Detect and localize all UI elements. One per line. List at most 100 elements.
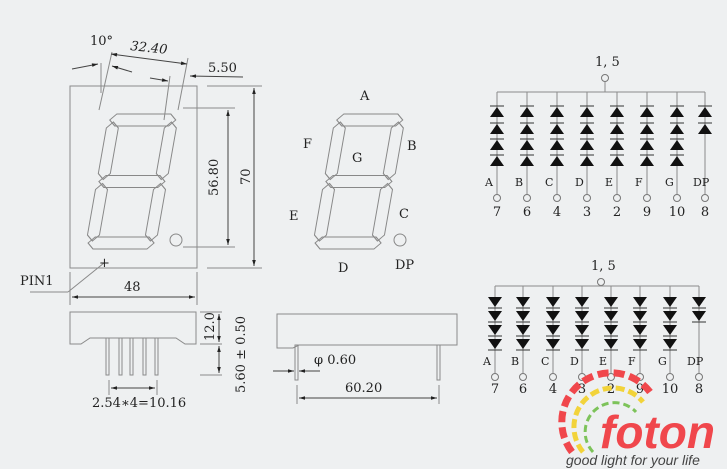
pin-terminal <box>695 373 703 381</box>
segment-label: F <box>628 355 636 368</box>
pin-terminal <box>673 194 681 202</box>
segment-label: G <box>665 176 674 189</box>
pin-diameter-label: φ 0.60 <box>314 353 356 368</box>
segment-f <box>324 121 346 181</box>
segment-d <box>87 236 155 250</box>
segment-a <box>336 113 404 127</box>
led-diode-icon <box>550 140 564 150</box>
side-view-width: φ 0.60 60.20 <box>273 313 458 404</box>
led-diode-icon <box>520 140 534 150</box>
digit-height-label: 56.80 <box>207 159 222 196</box>
led-diode-icon <box>640 140 654 150</box>
led-diode-icon <box>604 311 618 321</box>
label-segment-f: F <box>303 137 312 152</box>
led-diode-icon <box>488 339 502 349</box>
digit-width-label: 32.40 <box>130 39 169 58</box>
pin-number: 9 <box>643 205 651 220</box>
led-diode-icon <box>633 339 647 349</box>
foton-logo: foton good light for your life <box>558 369 715 468</box>
segment-f <box>97 121 119 181</box>
pin-length-label: 5.60 ± 0.50 <box>234 316 249 393</box>
segment-label: E <box>605 176 613 189</box>
led-diode-icon <box>610 124 624 134</box>
pin-terminal <box>553 194 561 202</box>
led-string-c: C4 <box>545 92 564 220</box>
logo-tagline: good light for your life <box>566 452 700 468</box>
pin-number: 9 <box>636 382 644 397</box>
led-diode-icon <box>546 339 560 349</box>
pin-number: 8 <box>695 382 703 397</box>
led-diode-icon <box>604 297 618 307</box>
led-diode-icon <box>640 124 654 134</box>
led-diode-icon <box>575 311 589 321</box>
segment-g <box>325 175 393 188</box>
led-diode-icon <box>663 311 677 321</box>
led-diode-icon <box>633 325 647 335</box>
label-segment-c: C <box>399 207 409 222</box>
led-diode-icon <box>633 297 647 307</box>
pin-terminal <box>613 194 621 202</box>
segment-label: A <box>484 176 494 189</box>
segment-label: G <box>658 355 667 368</box>
led-string-a: A7 <box>484 92 504 220</box>
led-diode-icon <box>670 156 684 166</box>
led-string-b: B6 <box>511 286 530 397</box>
pin-number: 3 <box>578 382 586 397</box>
pin-number: 2 <box>613 205 621 220</box>
display-body-outline <box>69 85 198 269</box>
segment-e <box>313 182 336 242</box>
led-diode-icon <box>670 124 684 134</box>
led-diode-icon <box>580 156 594 166</box>
segment-label: D <box>570 355 579 368</box>
common-pin-label: 1, 5 <box>595 55 620 70</box>
led-diode-icon <box>633 311 647 321</box>
segment-label: C <box>545 176 553 189</box>
segment-label: A <box>482 355 492 368</box>
led-diode-icon <box>488 325 502 335</box>
led-diode-icon <box>692 297 706 307</box>
led-diode-icon <box>490 107 504 117</box>
led-string-e: E2 <box>599 286 618 397</box>
led-diode-icon <box>640 107 654 117</box>
led-string-dp: DP 8 <box>687 286 706 397</box>
led-string-a: A7 <box>482 286 502 397</box>
segment-label: DP <box>687 355 704 368</box>
pin-terminal <box>493 194 501 202</box>
label-segment-e: E <box>289 209 299 224</box>
led-diode-icon <box>604 325 618 335</box>
front-view: 10° 32.40 5.50 56.80 70 48 PIN1 + <box>20 34 262 305</box>
pin-terminal <box>519 373 527 381</box>
led-diode-icon <box>490 140 504 150</box>
common-pin-label: 1, 5 <box>591 259 616 274</box>
led-diode-icon <box>516 311 530 321</box>
led-diode-icon <box>516 325 530 335</box>
label-segment-dp: DP <box>395 258 414 273</box>
pin-terminal <box>607 373 615 381</box>
pin-number: 7 <box>493 205 501 220</box>
segment-b <box>382 121 404 181</box>
led-diode-icon <box>575 297 589 307</box>
common-pin-terminal <box>597 278 605 286</box>
led-diode-icon <box>490 124 504 134</box>
led-diode-icon <box>490 156 504 166</box>
label-segment-a: A <box>359 89 370 104</box>
segment-c <box>371 182 394 242</box>
led-diode-icon <box>580 124 594 134</box>
led-diode-icon <box>520 156 534 166</box>
pin-number: 10 <box>662 382 679 397</box>
pin1-marker: + <box>99 256 110 271</box>
pin-number: 6 <box>523 205 531 220</box>
led-string-f: F9 <box>635 92 654 220</box>
led-diode-icon <box>550 107 564 117</box>
led-string-g: G10 <box>665 92 685 220</box>
common-pin-terminal <box>601 74 609 82</box>
led-diode-icon <box>580 107 594 117</box>
led-diode-icon <box>488 311 502 321</box>
pin-number: 4 <box>553 205 561 220</box>
pin-terminal <box>643 194 651 202</box>
led-string-dp: DP8 <box>693 92 712 220</box>
led-diode-icon <box>610 156 624 166</box>
led-diode-icon <box>575 325 589 335</box>
